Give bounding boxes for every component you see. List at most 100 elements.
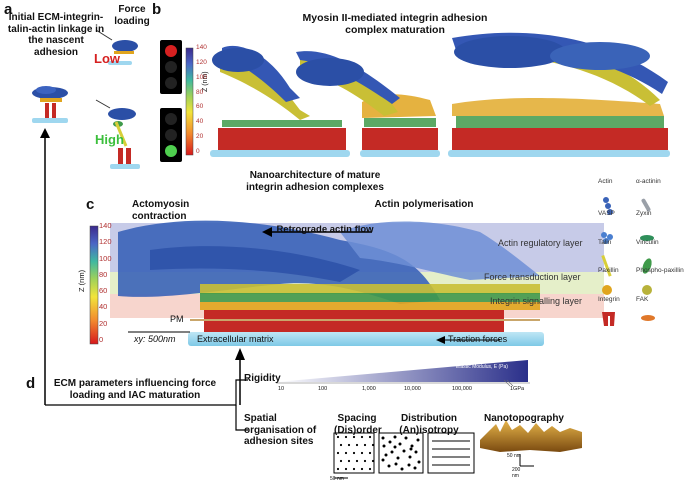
- actin-network: [118, 220, 540, 304]
- panel-c-title: Nanoarchitecture of mature integrin adhe…: [246, 170, 384, 193]
- legend-item-label: Talin: [598, 239, 612, 246]
- xy-scale-label: xy: 500nm: [134, 334, 176, 344]
- nanopattern-dot: [355, 459, 359, 463]
- panel-c-z-colorbar: [89, 225, 99, 345]
- z-tick-label: 140: [196, 44, 207, 51]
- modulus-tick-label: 100: [318, 386, 328, 392]
- modulus-tick-label: 100,000: [452, 386, 472, 392]
- nanopattern-dot: [352, 451, 356, 455]
- traffic-light-low: [160, 40, 182, 94]
- high-force-illustration: [95, 99, 140, 169]
- modulus-tick-label: 10,000: [404, 386, 421, 392]
- traffic-light-high: [160, 108, 182, 162]
- maturation-stage-3: [448, 32, 670, 157]
- panel-label-c: c: [86, 196, 95, 213]
- paxillin-icon: [602, 285, 612, 295]
- z-tick-label: 120: [196, 58, 207, 66]
- zyxin-icon: [640, 235, 654, 241]
- nanotopography-surface: [480, 420, 582, 452]
- ecm-parameters-label: ECM parameters influencing force loading…: [53, 378, 217, 401]
- spacing-scale-label: 50 nm: [330, 476, 344, 482]
- force-transduction-layer-label: Force transduction layer: [484, 272, 581, 282]
- nanopattern-dot: [382, 444, 386, 448]
- gpa-label: 1GPa: [510, 386, 525, 392]
- phospho-paxillin-icon: [642, 285, 652, 295]
- nanopattern-dot: [355, 443, 359, 447]
- nanopattern-dot: [344, 451, 348, 455]
- traction-forces-label: Traction forces: [448, 334, 508, 344]
- legend-item-label: Zyxin: [636, 210, 652, 217]
- legend-item-label: VASP: [598, 210, 615, 217]
- legend-item-label: Integrin: [598, 296, 620, 303]
- panel-c: [89, 220, 604, 346]
- rigidity-label: Rigidity: [244, 373, 281, 384]
- low-force-illustration: [95, 29, 138, 65]
- distribution-dots: [381, 435, 421, 471]
- actin-regulatory-layer-label: Actin regulatory layer: [498, 238, 583, 248]
- panel-label-b: b: [152, 1, 162, 18]
- panel-c-z-label: Z (nm): [77, 269, 86, 292]
- nanopattern-dot: [390, 450, 394, 454]
- panel-a-title: Initial ECM-integrin-talin-actin linkage…: [7, 12, 105, 58]
- nanopattern-dot: [344, 435, 348, 439]
- nanopattern-dot: [393, 435, 397, 439]
- z-tick-label: 20: [196, 133, 204, 141]
- actomyosin-contraction-label: Actomyosin contraction: [132, 199, 190, 222]
- adhesion-protein-layers: [200, 284, 540, 332]
- nanopattern-dot: [398, 442, 402, 446]
- nanopattern-dot: [402, 449, 406, 453]
- z-tick-label: 100: [196, 73, 207, 81]
- nanopattern-dot: [339, 443, 343, 447]
- retrograde-flow-label: Retrograde actin flow: [276, 224, 374, 235]
- actin-icon: [603, 197, 613, 215]
- nanopattern-dot: [363, 443, 367, 447]
- panel-b-title: Myosin II-mediated integrin adhesion com…: [302, 12, 488, 37]
- modulus-tick-label: 10: [278, 386, 285, 392]
- nanopattern-dot: [384, 453, 388, 457]
- nanopattern-dot: [347, 443, 351, 447]
- z-tick-label: 20: [99, 318, 108, 328]
- ecm-label: Extracellular matrix: [197, 334, 274, 344]
- integrin-icon: [602, 312, 615, 326]
- vinculin-icon: [642, 258, 652, 274]
- nanopattern-dot: [394, 462, 398, 466]
- nanopattern-dot: [381, 458, 385, 462]
- nanopattern-dot: [409, 447, 413, 451]
- high-force-label: High: [95, 132, 124, 147]
- integrin-signalling-layer-label: Integrin signalling layer: [490, 296, 583, 306]
- legend-item-label: Paxillin: [598, 267, 619, 274]
- elastic-modulus-label: Elastic Modulus, E (Pa): [456, 364, 508, 370]
- low-force-label: Low: [94, 51, 120, 66]
- legend-item-label: FAK: [636, 296, 649, 303]
- nanopattern-dot: [347, 459, 351, 463]
- maturation-stage-2: [296, 51, 440, 157]
- topo-z-scale-label: 50 nm: [507, 453, 521, 459]
- anisotropy-lines-box: [427, 432, 475, 474]
- nanopattern-dot: [336, 451, 340, 455]
- nascent-adhesion-illustration: [32, 86, 68, 123]
- nanopattern-dot: [400, 467, 404, 471]
- panel-b-illustrations: [210, 32, 670, 157]
- panel-d: [45, 348, 582, 479]
- panel-a: [32, 29, 140, 405]
- vasp-icon: [601, 232, 613, 244]
- nanopattern-dot: [344, 467, 348, 471]
- panel-label-d: d: [26, 375, 36, 392]
- nanopattern-dot: [388, 440, 392, 444]
- z-tick-label: 0: [99, 335, 104, 344]
- plasma-membrane-label: PM: [170, 314, 184, 324]
- nanopattern-dot: [381, 436, 385, 440]
- z-tick-label: 120: [99, 237, 112, 247]
- nanopattern-dot: [368, 435, 372, 439]
- nanopattern-dot: [396, 456, 400, 460]
- nanopattern-dot: [360, 435, 364, 439]
- z-tick-label: 140: [99, 221, 112, 230]
- modulus-tick-label: 1,000: [362, 386, 376, 392]
- z-tick-label: 60: [99, 286, 108, 296]
- panel-label-a: a: [4, 1, 13, 18]
- nanopattern-dot: [410, 444, 414, 448]
- fak-icon: [641, 315, 655, 321]
- rigidity-wedge: [276, 360, 528, 382]
- z-tick-label: 80: [196, 88, 204, 96]
